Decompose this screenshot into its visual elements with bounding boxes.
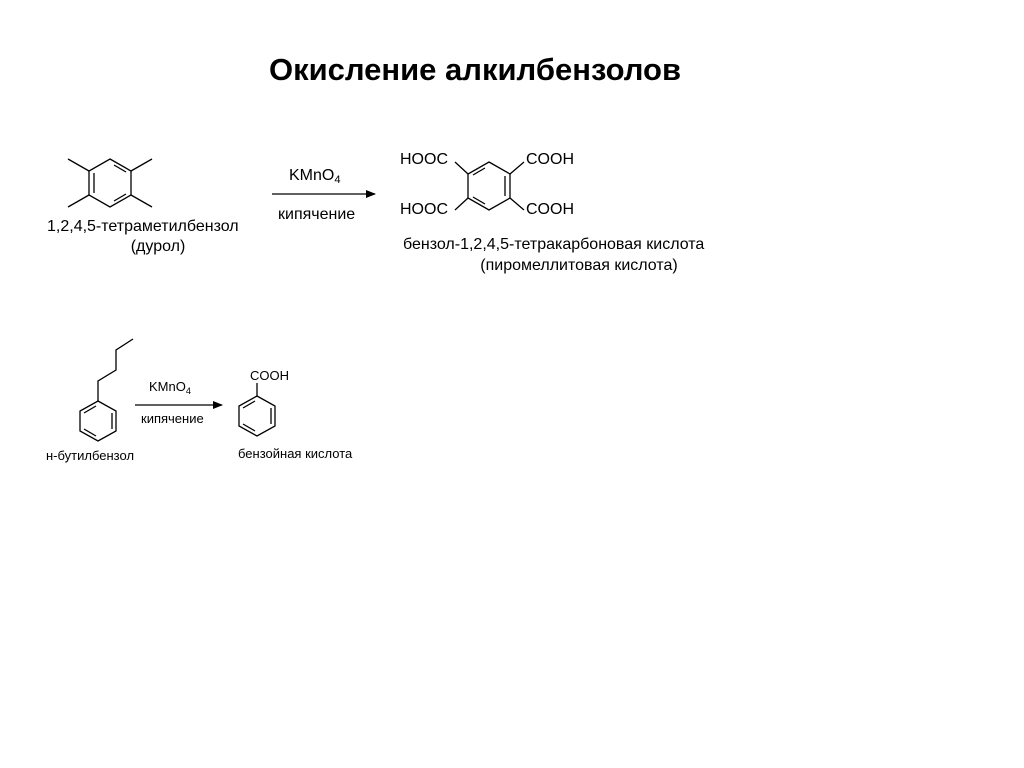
group-cooh-top: COOH [526,151,574,168]
benzoic-acid-structure [238,383,276,437]
butylbenzene-structure [79,338,134,442]
pyromellitic-acid-name: бензол-1,2,4,5-тетракарбоновая кислота [403,236,705,253]
durene-name: 1,2,4,5-тетраметилбензол [47,218,239,235]
group-hooc-top: HOOC [400,151,448,168]
benzoic-acid-group: COOH [250,368,289,383]
durene-trivial-name: (дурол) [130,238,186,255]
benzoic-acid-name: бензойная кислота [238,446,353,461]
pyromellitic-acid-structure [454,161,525,211]
reaction2-reagent: KMnO4 [149,379,191,396]
group-hooc-bottom: HOOC [400,201,448,218]
butylbenzene-name: н-бутилбензол [46,448,135,463]
reaction1-condition: кипячение [278,206,356,223]
group-cooh-bottom: COOH [526,201,574,218]
durene-structure [67,158,153,208]
reaction1-reagent: KMnO4 [289,167,341,186]
page-title: Окисление алкилбензолов [268,52,682,87]
pyromellitic-acid-trivial-name: (пиромеллитовая кислота) [480,257,678,274]
reaction2-condition: кипячение [141,411,204,426]
